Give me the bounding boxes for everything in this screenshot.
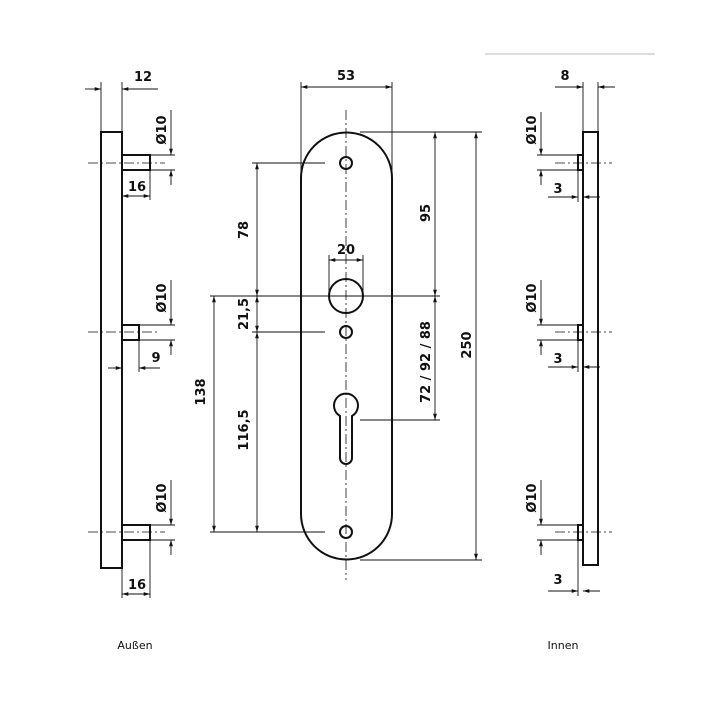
dim-outer-dia-mid: Ø10 [155,283,170,312]
dim-outer-post-mid: 9 [151,351,160,366]
outer-plate [100,131,123,569]
outer-side-view: 12 Ø10 16 Ø10 9 Ø10 16 Außen [85,70,175,652]
caption-outer: Außen [117,639,152,652]
inner-side-view: 8 Ø10 3 Ø10 3 Ø10 3 Innen [525,69,615,652]
inner-plate [582,131,599,566]
dim-outer-dia-bottom: Ø10 [155,483,170,512]
dim-78: 78 [237,221,252,239]
dim-inner-dia-top: Ø10 [525,115,540,144]
dim-outer-dia-top: Ø10 [155,115,170,144]
dim-handle-hole: 20 [337,243,355,258]
screw-hole-mid [339,325,353,339]
dim-inner-dia-mid: Ø10 [525,283,540,312]
dim-inner-thickness: 8 [560,69,569,84]
dim-116-5: 116,5 [237,409,252,450]
dim-outer-thickness: 12 [134,70,152,85]
dim-inner-boss-bottom: 3 [553,573,562,588]
dim-138: 138 [194,378,209,405]
escutcheon-plate [300,131,393,561]
cylinder-cutout [333,392,359,465]
screw-hole-top [339,156,353,170]
dim-95: 95 [419,204,434,222]
dim-outer-post-top: 16 [128,180,146,195]
screw-hole-bottom [339,525,353,539]
dim-inner-dia-bottom: Ø10 [525,483,540,512]
outer-post-mid [121,324,140,341]
inner-boss-mid [577,324,584,341]
dim-inner-boss-top: 3 [553,182,562,197]
inner-boss-top [577,154,584,171]
dim-width: 53 [337,69,355,84]
dim-outer-post-bottom: 16 [128,578,146,593]
inner-boss-bottom [577,524,584,541]
dim-inner-boss-mid: 3 [553,352,562,367]
dim-21-5: 21,5 [237,298,252,330]
outer-post-bottom [121,524,151,541]
caption-inner: Innen [548,639,579,652]
dim-250: 250 [460,331,475,358]
outer-post-top [121,154,151,171]
front-view: 53 20 78 21,5 116,5 138 95 72 / 92 / 88 … [194,69,482,580]
dim-backset-options: 72 / 92 / 88 [419,321,434,403]
